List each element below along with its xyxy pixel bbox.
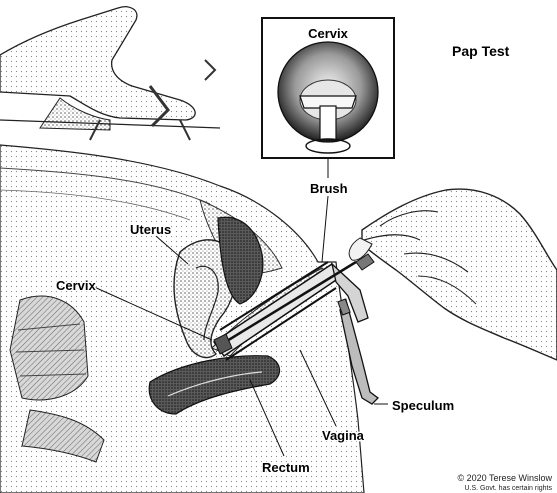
rectum-label: Rectum [262, 460, 310, 475]
inset-cervix-label: Cervix [308, 26, 349, 41]
speculum-label: Speculum [392, 398, 454, 413]
cervix-inset: Cervix [262, 18, 394, 178]
copyright-line-2: U.S. Govt. has certain rights [464, 485, 552, 492]
vagina-label: Vagina [322, 428, 365, 443]
uterus-label: Uterus [130, 222, 171, 237]
cervix-label: Cervix [56, 278, 97, 293]
copyright-line-1: © 2020 Terese Winslow [457, 473, 552, 483]
brush-label: Brush [310, 181, 348, 196]
gloved-hand-illustration [349, 189, 557, 360]
patient-legs-illustration [0, 7, 220, 140]
title: Pap Test [452, 43, 510, 59]
